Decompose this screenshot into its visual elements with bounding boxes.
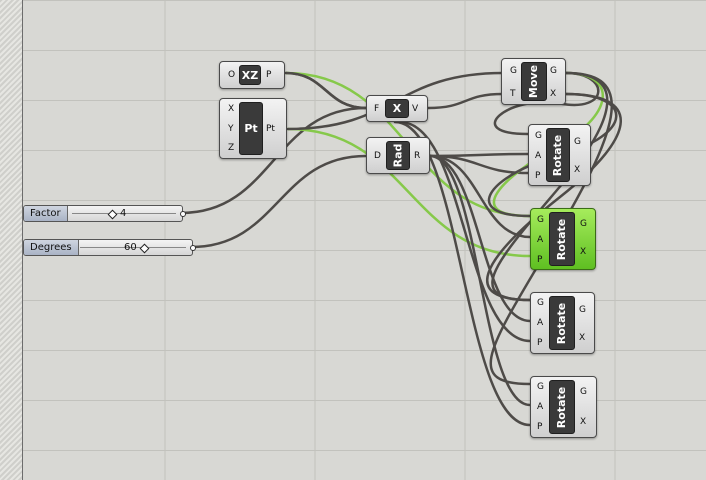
degrees-slider-label: Degrees <box>24 240 79 255</box>
rotate-node-1[interactable]: G A P Rotate G X <box>528 124 591 186</box>
wire <box>486 92 622 302</box>
wire <box>189 154 368 249</box>
rotate3-input-g[interactable]: G <box>537 298 544 308</box>
rotate4-input-p[interactable]: P <box>537 422 543 432</box>
rotate1-input-a[interactable]: A <box>535 151 542 161</box>
degrees-slider-value: 60 <box>124 242 137 253</box>
rotate2-input-g[interactable]: G <box>537 215 544 225</box>
rotate2-output-g[interactable]: G <box>580 219 587 229</box>
rad-output-r[interactable]: R <box>414 151 421 161</box>
wire <box>491 71 609 302</box>
xz-input-o[interactable]: O <box>228 70 236 80</box>
rotate1-output-g[interactable]: G <box>574 137 581 147</box>
rotate2-title: Rotate <box>549 212 575 266</box>
rotate3-output-x[interactable]: X <box>579 333 586 343</box>
rotate-node-2-selected[interactable]: G A P Rotate G X <box>530 208 596 270</box>
rotate4-output-x[interactable]: X <box>580 417 587 427</box>
rotate-node-4[interactable]: G A P Rotate G X <box>530 376 597 438</box>
pt-input-x[interactable]: X <box>228 104 235 114</box>
move-output-x[interactable]: X <box>550 89 557 99</box>
factor-slider-label: Factor <box>24 206 68 221</box>
radians-node[interactable]: D Rad R <box>366 137 430 174</box>
factor-slider-value: 4 <box>120 208 127 219</box>
rotate1-output-x[interactable]: X <box>574 165 581 175</box>
multiply-node[interactable]: F X V <box>366 95 428 122</box>
rotate4-input-g[interactable]: G <box>537 382 544 392</box>
rotate-node-3[interactable]: G A P Rotate G X <box>530 292 595 354</box>
rotate4-output-g[interactable]: G <box>580 387 587 397</box>
rotate1-input-p[interactable]: P <box>535 171 541 181</box>
active-wire <box>286 127 532 258</box>
degrees-slider-knob[interactable] <box>139 243 150 254</box>
pt-input-z[interactable]: Z <box>228 143 235 153</box>
wire <box>428 154 532 323</box>
multiply-title: X <box>385 99 409 118</box>
rotate3-input-p[interactable]: P <box>537 338 543 348</box>
degrees-slider-track <box>80 247 186 248</box>
pt-output-pt[interactable]: Pt <box>266 124 275 134</box>
rad-input-d[interactable]: D <box>374 151 381 161</box>
rotate2-input-a[interactable]: A <box>537 235 544 245</box>
rotate4-input-a[interactable]: A <box>537 402 544 412</box>
wire <box>426 92 505 110</box>
factor-slider[interactable]: Factor 4 <box>23 205 186 222</box>
move-input-t[interactable]: T <box>510 89 516 99</box>
rotate4-title: Rotate <box>549 380 575 434</box>
move-output-g[interactable]: G <box>550 66 557 76</box>
move-input-g[interactable]: G <box>510 66 517 76</box>
canvas-edge-strip <box>0 0 23 480</box>
rad-title: Rad <box>386 141 410 170</box>
rotate2-input-p[interactable]: P <box>537 255 543 265</box>
factor-slider-knob[interactable] <box>107 209 118 220</box>
xz-plane-node[interactable]: O XZ P <box>219 61 285 89</box>
move-node[interactable]: G T Move G X <box>501 58 566 105</box>
wire <box>284 71 368 110</box>
xz-title: XZ <box>239 65 261 85</box>
wire <box>398 120 532 343</box>
construct-point-node[interactable]: X Y Z Pt Pt <box>219 98 287 159</box>
factor-slider-track <box>72 213 176 214</box>
rotate3-title: Rotate <box>549 296 575 350</box>
pt-input-y[interactable]: Y <box>228 124 234 134</box>
degrees-slider-output-pin[interactable] <box>190 245 196 251</box>
rotate3-output-g[interactable]: G <box>579 305 586 315</box>
xz-output-p[interactable]: P <box>266 70 272 80</box>
wire <box>428 154 532 239</box>
rotate1-input-g[interactable]: G <box>535 131 542 141</box>
wire <box>179 106 368 215</box>
rotate1-title: Rotate <box>546 128 570 182</box>
rotate2-output-x[interactable]: X <box>580 247 587 257</box>
factor-slider-output-pin[interactable] <box>180 211 186 217</box>
pt-title: Pt <box>239 102 263 155</box>
rotate3-input-a[interactable]: A <box>537 318 544 328</box>
multiply-input-f[interactable]: F <box>374 104 380 114</box>
move-title: Move <box>521 62 547 101</box>
degrees-slider[interactable]: Degrees 60 <box>23 239 196 256</box>
multiply-output-v[interactable]: V <box>412 104 419 114</box>
